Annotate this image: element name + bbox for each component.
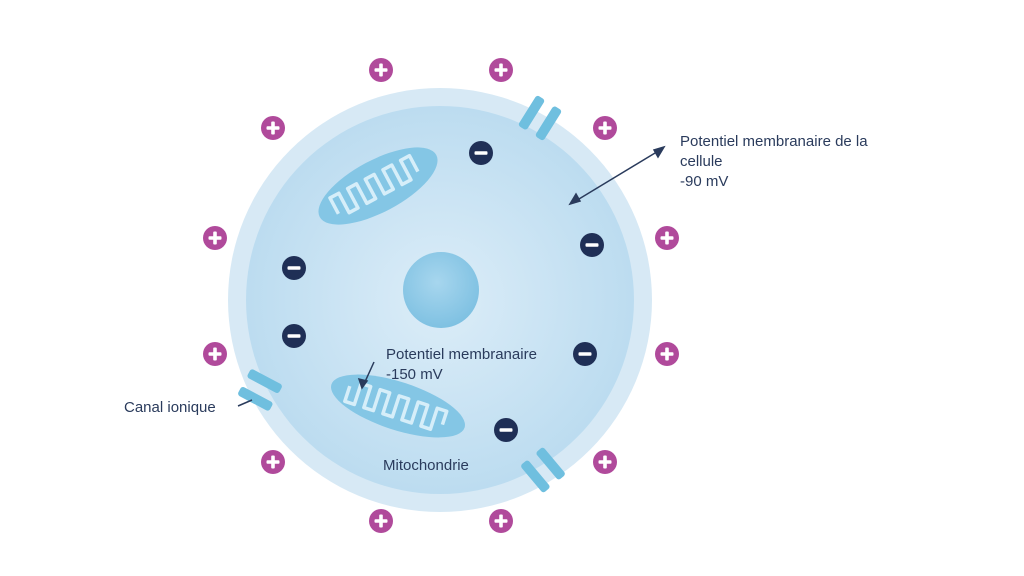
ion-channel-left bbox=[238, 369, 282, 411]
ion-channel-top bbox=[518, 95, 562, 141]
positive-charge-icon-5 bbox=[203, 226, 227, 250]
mito-potential-value: -150 mV bbox=[386, 366, 443, 383]
positive-charge-icon-4 bbox=[593, 116, 617, 140]
negative-charge-icon-2 bbox=[580, 233, 604, 257]
negative-charge-icon-3 bbox=[282, 256, 306, 280]
cell-potential-label: Potentiel membranaire de la cellule -90 … bbox=[680, 132, 868, 192]
positive-charge-icon-8 bbox=[655, 342, 679, 366]
nucleus bbox=[403, 252, 479, 328]
positive-charge-icon-6 bbox=[655, 226, 679, 250]
mitochondria-label: Mitochondrie bbox=[383, 457, 469, 474]
mitochondrion-upper bbox=[318, 147, 438, 225]
ion-channel-bottom bbox=[521, 447, 565, 493]
charges-group bbox=[203, 58, 679, 533]
positive-charge-icon-10 bbox=[593, 450, 617, 474]
positive-charge-icon-7 bbox=[203, 342, 227, 366]
negative-charge-icon-4 bbox=[282, 324, 306, 348]
positive-charge-icon-9 bbox=[261, 450, 285, 474]
positive-charge-icon-2 bbox=[489, 58, 513, 82]
mito-potential-title: Potentiel membranaire bbox=[386, 346, 537, 363]
cell-potential-title-line2: cellule bbox=[680, 153, 723, 170]
pointer-lines bbox=[237, 145, 666, 407]
mitochondrion-lower bbox=[331, 374, 465, 438]
negative-charge-icon-5 bbox=[573, 342, 597, 366]
ion-channel-label: Canal ionique bbox=[124, 399, 216, 416]
negative-charge-icon-1 bbox=[469, 141, 493, 165]
positive-charge-icon-1 bbox=[369, 58, 393, 82]
negative-charge-icon-6 bbox=[494, 418, 518, 442]
positive-charge-icon-3 bbox=[261, 116, 285, 140]
ion-channel-pointer bbox=[237, 399, 253, 407]
positive-charge-icon-12 bbox=[489, 509, 513, 533]
positive-charge-icon-11 bbox=[369, 509, 393, 533]
mito-potential-label: Potentiel membranaire -150 mV bbox=[386, 345, 537, 385]
cell-potential-arrow bbox=[573, 149, 661, 203]
cell-potential-value: -90 mV bbox=[680, 173, 729, 190]
cell-potential-title-line1: Potentiel membranaire de la bbox=[680, 133, 868, 150]
